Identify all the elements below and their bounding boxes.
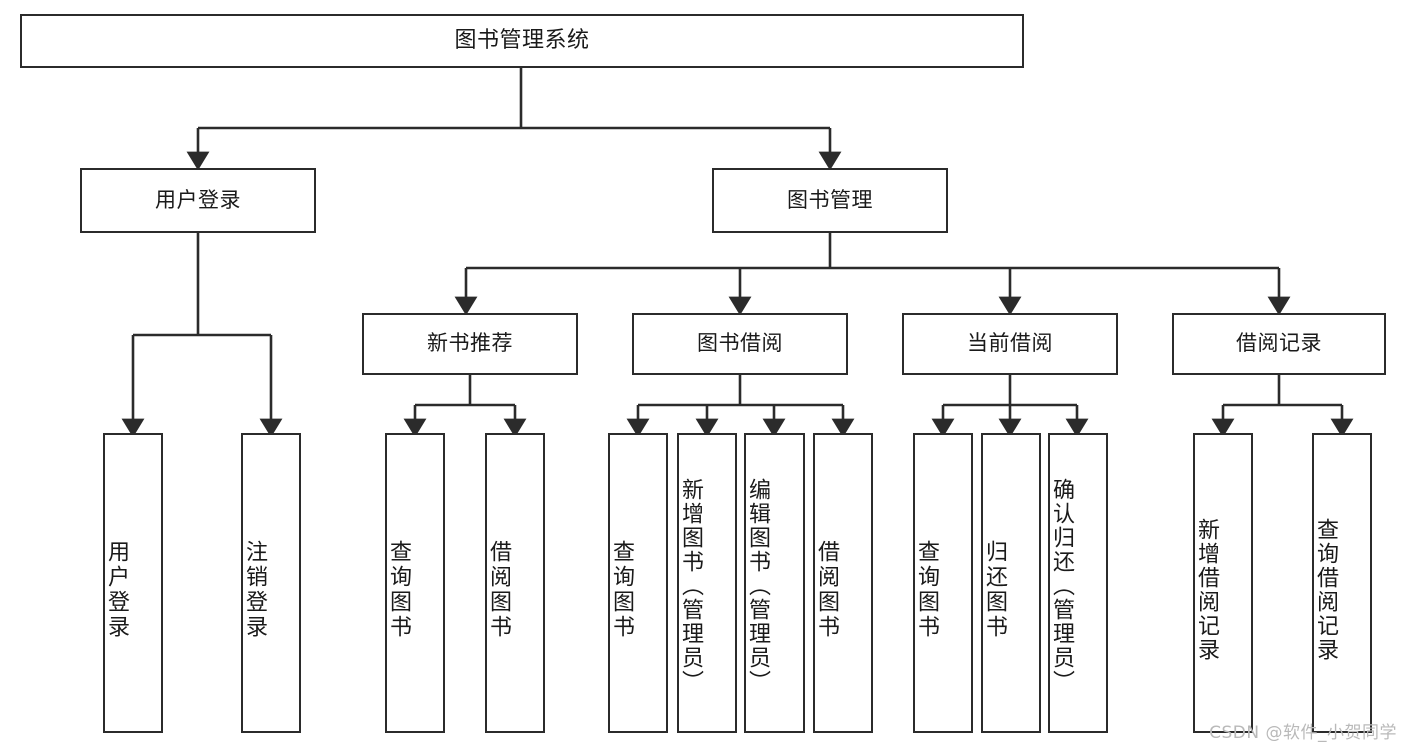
node-borrow-record[interactable]: 借阅记录 <box>1172 313 1386 375</box>
node-label: 借阅记录 <box>1236 331 1322 356</box>
leaf-label: 归还图书 <box>982 540 1007 640</box>
leaf-query-borrow-record[interactable]: 查询借阅记录 <box>1312 433 1372 733</box>
leaf-label: 注销登录 <box>242 540 267 640</box>
leaf-label: 用户登录 <box>104 540 129 640</box>
node-book-management[interactable]: 图书管理 <box>712 168 948 233</box>
node-label: 图书借阅 <box>697 331 783 356</box>
leaf-edit-book[interactable]: 编辑图书（管理员） <box>744 433 805 733</box>
leaf-return-book[interactable]: 归还图书 <box>981 433 1041 733</box>
node-user-login[interactable]: 用户登录 <box>80 168 316 233</box>
leaf-add-borrow-record[interactable]: 新增借阅记录 <box>1193 433 1253 733</box>
node-label: 图书管理 <box>787 187 873 212</box>
leaf-label: 借阅图书 <box>814 540 839 640</box>
leaf-label: 查询图书 <box>914 540 939 640</box>
node-label: 当前借阅 <box>967 331 1053 356</box>
leaf-query-book-1[interactable]: 查询图书 <box>385 433 445 733</box>
leaf-user-login[interactable]: 用户登录 <box>103 433 163 733</box>
leaf-borrow-book-1[interactable]: 借阅图书 <box>485 433 545 733</box>
leaf-query-book-3[interactable]: 查询图书 <box>913 433 973 733</box>
node-current-borrow[interactable]: 当前借阅 <box>902 313 1118 375</box>
leaf-label: 查询图书 <box>609 540 634 640</box>
leaf-borrow-book-2[interactable]: 借阅图书 <box>813 433 873 733</box>
node-root-book-management-system[interactable]: 图书管理系统 <box>20 14 1024 68</box>
node-new-book-recommend[interactable]: 新书推荐 <box>362 313 578 375</box>
leaf-label: 新增借阅记录 <box>1194 518 1219 662</box>
node-label: 用户登录 <box>155 187 241 212</box>
leaf-label: 新增图书（管理员） <box>678 478 703 694</box>
node-label: 新书推荐 <box>427 331 513 356</box>
leaf-add-book[interactable]: 新增图书（管理员） <box>677 433 737 733</box>
node-label: 图书管理系统 <box>454 27 590 53</box>
leaf-confirm-return[interactable]: 确认归还（管理员） <box>1048 433 1108 733</box>
leaf-label: 查询借阅记录 <box>1313 518 1338 662</box>
node-book-borrow[interactable]: 图书借阅 <box>632 313 848 375</box>
leaf-label: 编辑图书（管理员） <box>745 478 770 694</box>
leaf-label: 确认归还（管理员） <box>1049 478 1074 694</box>
leaf-logout-login[interactable]: 注销登录 <box>241 433 301 733</box>
leaf-query-book-2[interactable]: 查询图书 <box>608 433 668 733</box>
leaf-label: 借阅图书 <box>486 540 511 640</box>
leaf-label: 查询图书 <box>386 540 411 640</box>
